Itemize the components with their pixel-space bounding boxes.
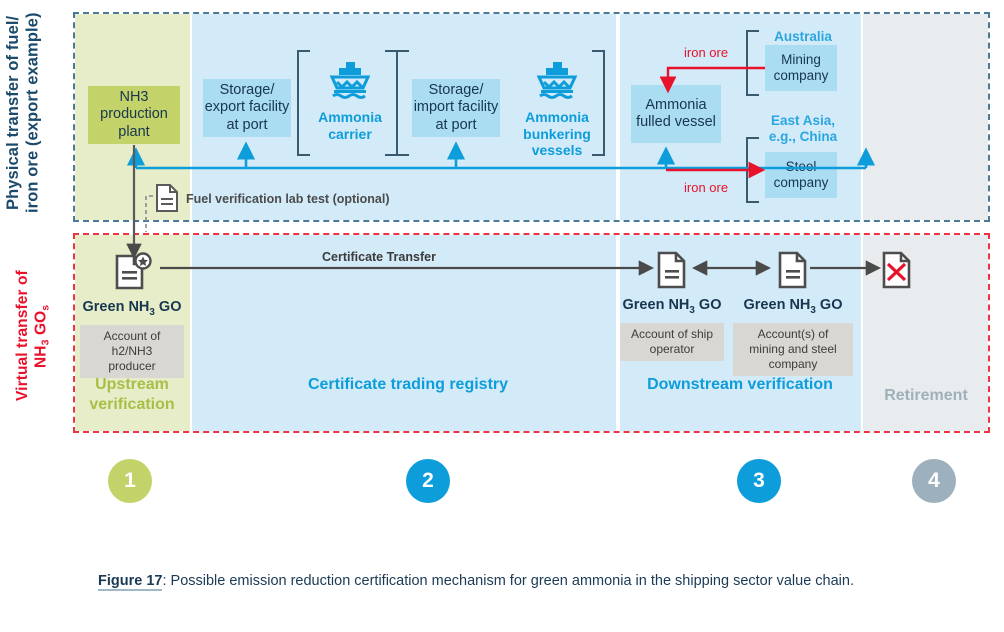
certificate-transfer-label: Certificate Transfer [322,250,436,264]
axis-label-physical-transfer: Physical transfer of fuel/ iron ore (exp… [4,6,64,220]
axis-label-physical-line1: Physical transfer of fuel/ [4,15,22,211]
flow-label-iron-ore-inbound: iron ore [684,45,729,60]
bracket-import-leg-left [396,50,409,156]
stage-title-downstream-verification: Downstream verification [647,376,833,393]
figure-caption: Figure 17: Possible emission reduction c… [98,570,858,592]
certificate-title-pre: Green NH [622,297,690,313]
certificate-title: Green NH3 GO [620,297,724,316]
figure-caption-text: : Possible emission reduction certificat… [162,573,854,589]
bracket-east-asia [746,137,759,203]
stage-title-upstream-verification: Upstream verification [89,376,175,413]
stage-title-certificate-registry: Certificate trading registry [307,376,509,393]
account-badge: Account of h2/NH3 producer [80,324,184,378]
go-subscript: s [39,304,52,311]
region-label-australia: Australia [774,29,832,44]
box-storage-import-facility: Storage/ import facility at port [412,79,500,137]
axis-label-virtual-line2: NH3 GOs [32,304,52,368]
certificate-title-pre: Green NH [743,297,811,313]
stage-number-3: 3 [737,459,781,503]
certificate-title-post: GO [694,297,722,313]
ammonia-carrier-label: Ammonia carrier [318,108,382,142]
box-ammonia-fulled-vessel: Ammonia fulled vessel [631,85,721,143]
go-text: GO [32,310,50,340]
bracket-import-leg-right [592,50,605,156]
certificate-title-post: GO [154,299,182,315]
certificate-title-post: GO [815,297,843,313]
account-badge: Account(s) of mining and steel company [733,322,853,376]
axis-label-physical-line2: iron ore (export example) [23,12,42,214]
axis-label-virtual-transfer: Virtual transfer of NH3 GOs [14,240,70,432]
axis-label-virtual-line1: Virtual transfer of [14,270,31,402]
ammonia-bunkering-label: Ammonia bunkering vessels [523,108,591,159]
certificate-star-icon [109,252,155,296]
fuel-test-label: Fuel verification lab test (optional) [186,192,390,206]
account-badge: Account of ship operator [620,322,724,361]
panel-virtual-transfer [73,233,990,433]
green-nh3-go-mining-steel: Green NH3 GO Account(s) of mining and st… [733,250,853,376]
band-top-retirement [863,14,988,220]
certificate-title-sub: 3 [149,306,155,318]
flow-label-iron-ore-outbound: iron ore [684,180,729,195]
green-nh3-go-upstream: Green NH3 GO Account of h2/NH3 producer [80,252,184,378]
box-nh3-production-plant: NH3 production plant [88,86,180,144]
fuel-test-document-icon [155,183,179,218]
stage-number-1: 1 [108,459,152,503]
ammonia-carrier-group: Ammonia carrier [305,60,395,142]
bracket-australia [746,30,759,96]
ammonia-bunkering-vessels-group: Ammonia bunkering vessels [512,60,602,159]
panel-physical-transfer [73,12,990,222]
box-storage-export-facility: Storage/ export facility at port [203,79,291,137]
certificate-title-sub: 3 [689,304,695,316]
certificate-document-icon [777,251,809,294]
certificate-title: Green NH3 GO [80,299,184,318]
green-nh3-go-ship-operator: Green NH3 GO Account of ship operator [620,250,724,361]
box-mining-company: Mining company [765,45,837,91]
certificate-document-icon [656,251,688,294]
certificate-title-sub: 3 [810,304,816,316]
region-label-east-asia: East Asia, e.g., China [768,113,838,144]
nh-subscript: 3 [39,339,52,346]
stage-number-4: 4 [912,459,956,503]
certificate-title-pre: Green NH [82,299,150,315]
ship-icon [512,60,602,104]
stage-number-2: 2 [406,459,450,503]
certificate-retired-icon [881,251,913,294]
certificate-title: Green NH3 GO [733,297,853,316]
nh-text: NH [32,345,50,368]
certificate-retirement [872,250,922,295]
stage-title-retirement: Retirement [884,387,968,404]
bracket-export-leg-left [297,50,310,156]
figure-caption-number: Figure 17 [98,573,163,591]
box-steel-company: Steel company [765,152,837,198]
ship-icon [305,60,395,104]
